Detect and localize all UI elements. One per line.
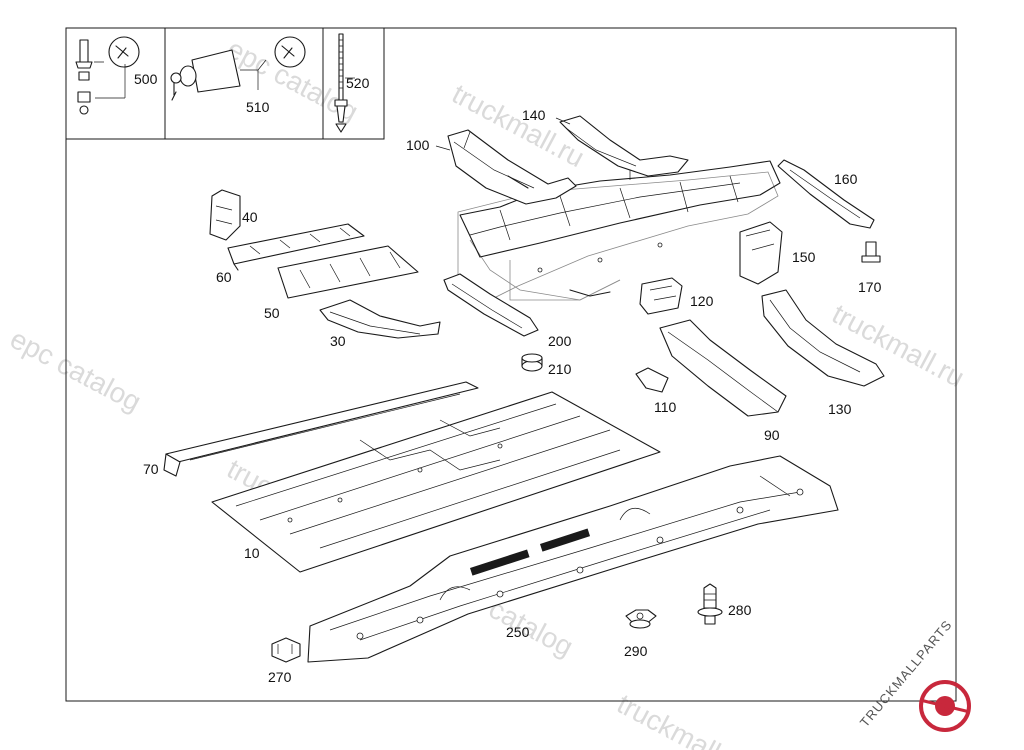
- callout-500: 500: [134, 71, 158, 87]
- callout-130: 130: [828, 401, 852, 417]
- callout-10: 10: [244, 545, 260, 561]
- part-270-clip: [271, 637, 301, 663]
- tool-510-sealant-tube-icon: [170, 36, 306, 101]
- part-150-bracket: [739, 221, 783, 285]
- part-280-push-clip: [697, 583, 723, 625]
- part-120-bracket: [639, 277, 683, 315]
- callout-30: 30: [330, 333, 346, 349]
- tool-500-bolt-icon: [75, 36, 140, 115]
- watermark-text: epc catalog: [5, 323, 146, 418]
- callout-170: 170: [858, 279, 882, 295]
- callout-290: 290: [624, 643, 648, 659]
- part-210-rubber-mount: [521, 353, 543, 372]
- part-50-seat-crossmember: [277, 245, 419, 299]
- callout-90: 90: [764, 427, 780, 443]
- part-170-bolt: [861, 241, 881, 263]
- part-90-tunnel-member: [659, 319, 787, 417]
- callout-250: 250: [506, 624, 530, 640]
- part-130-rear-longitudinal-member: [761, 289, 885, 387]
- callout-140: 140: [522, 107, 546, 123]
- part-60-seat-crossmember: [227, 223, 365, 271]
- part-70-sill: [163, 381, 479, 477]
- part-110-bracket: [635, 367, 669, 393]
- watermark-text: truckmall.ru: [612, 688, 754, 750]
- truckmallparts-logo: TRUCKMALLPARTS: [857, 617, 971, 732]
- callout-40: 40: [242, 209, 258, 225]
- callout-280: 280: [728, 602, 752, 618]
- callout-120: 120: [690, 293, 714, 309]
- callout-150: 150: [792, 249, 816, 265]
- callout-60: 60: [216, 269, 232, 285]
- part-10-floor-panel: [211, 391, 661, 573]
- part-290-nut: [625, 609, 657, 629]
- callout-520: 520: [346, 75, 370, 91]
- watermark-layer: epc catalog truckmall.ru truckmall.ru ep…: [5, 33, 969, 750]
- part-40-bracket: [209, 189, 241, 241]
- part-250-underbody-panel: [307, 455, 839, 663]
- callout-100: 100: [406, 137, 430, 153]
- callout-510: 510: [246, 99, 270, 115]
- callout-210: 210: [548, 361, 572, 377]
- part-100-left-longitudinal-member: [447, 129, 577, 205]
- callout-70: 70: [143, 461, 159, 477]
- callout-50: 50: [264, 305, 280, 321]
- diagram-frame: [65, 27, 957, 702]
- callout-110: 110: [654, 399, 677, 415]
- callout-200: 200: [548, 333, 572, 349]
- part-160-strap: [777, 159, 875, 229]
- part-30-rear-bracket: [319, 299, 441, 339]
- part-200-crossmember: [443, 273, 539, 337]
- part-140-right-longitudinal-member: [559, 115, 689, 180]
- callout-270: 270: [268, 669, 292, 685]
- callout-160: 160: [834, 171, 858, 187]
- tool-legend-box: [65, 27, 385, 140]
- tool-520-stud-icon: [334, 33, 355, 133]
